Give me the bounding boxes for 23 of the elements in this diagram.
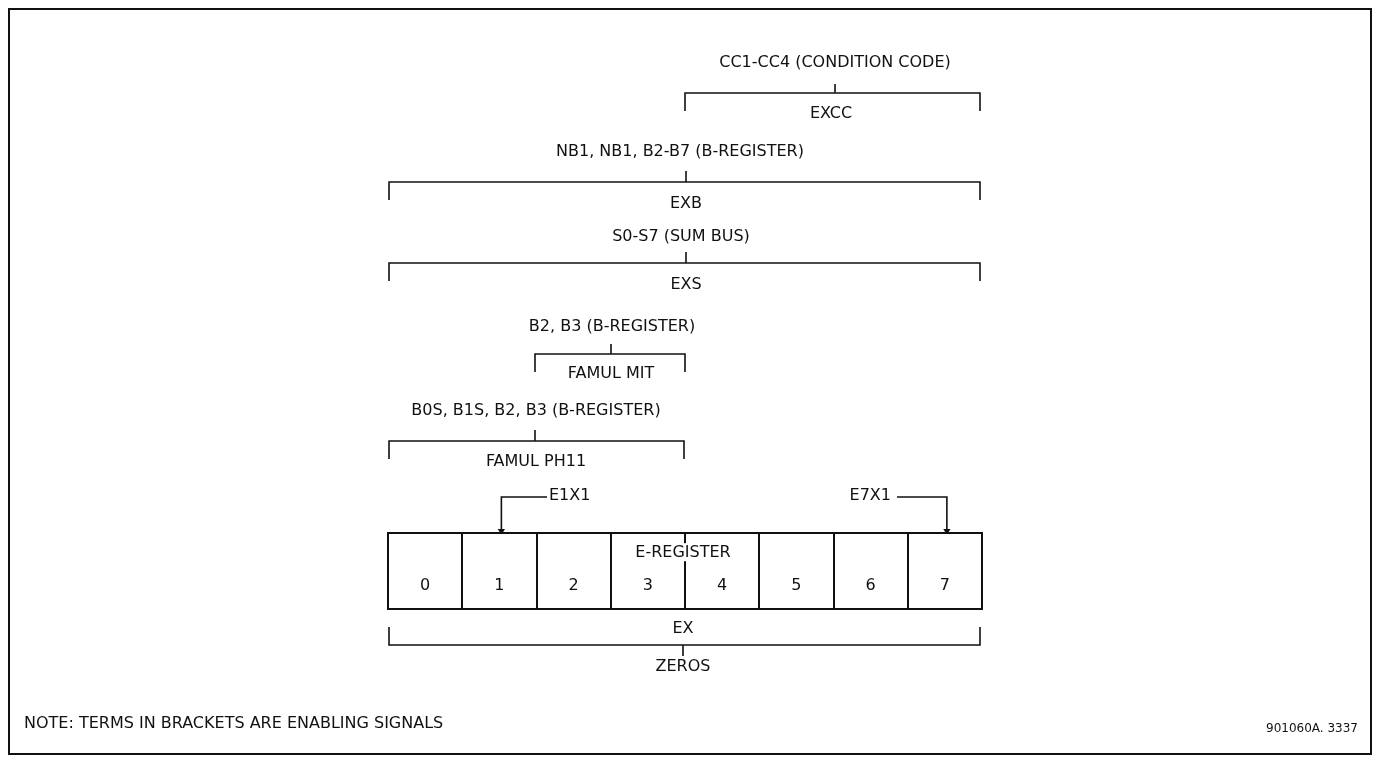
note-text: NOTE: TERMS IN BRACKETS ARE ENABLING SIGNALS: [23, 714, 445, 732]
register-cell: 5: [758, 532, 835, 610]
signal-label: FAMUL MIT: [566, 364, 656, 382]
signal-label: E7X1: [848, 486, 892, 504]
signal-label: ZEROS: [654, 657, 712, 675]
signal-label: E-REGISTER: [633, 543, 733, 561]
signal-label: CC1-CC4 (CONDITION CODE): [718, 53, 952, 71]
signal-label: EX: [671, 619, 695, 637]
signal-label: EXCC: [808, 104, 854, 122]
register-cell: 0: [387, 532, 464, 610]
signal-label: S0-S7 (SUM BUS): [611, 227, 751, 245]
register-cell: 2: [535, 532, 612, 610]
register-cell: 1: [461, 532, 538, 610]
signal-label: E1X1: [548, 486, 592, 504]
register-cell: 7: [906, 532, 983, 610]
signal-label: B2, B3 (B-REGISTER): [527, 317, 697, 335]
signal-label: EXB: [669, 194, 703, 212]
signal-label: FAMUL PH11: [484, 452, 588, 470]
signal-label: B0S, B1S, B2, B3 (B-REGISTER): [410, 401, 662, 419]
figure-number: 901060A. 3337: [1265, 722, 1359, 736]
register-cell: 6: [832, 532, 909, 610]
signal-label: EXS: [669, 275, 703, 293]
signal-label: NB1, NB1, B2-B7 (B-REGISTER): [555, 142, 805, 160]
